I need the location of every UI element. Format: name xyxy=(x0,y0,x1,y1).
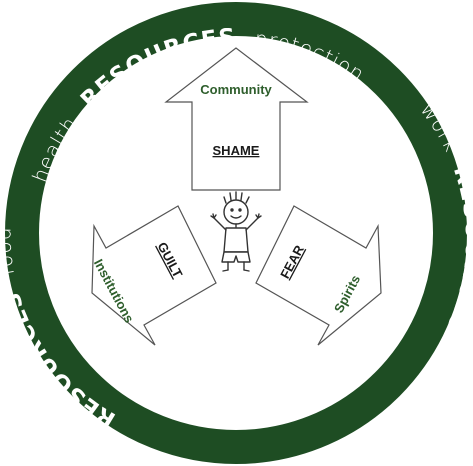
arrow-up-community xyxy=(164,47,309,191)
emotion-label-shame: SHAME xyxy=(213,143,260,158)
outer-ring xyxy=(5,2,467,464)
ring-word-food: food xyxy=(0,226,19,277)
ring-word-resources-left: RESOURCES xyxy=(0,288,120,432)
arrow-down-right-spirits xyxy=(255,205,382,346)
arrow-label-community: Community xyxy=(200,82,272,97)
arrow-down-left-institutions xyxy=(91,205,217,346)
child-figure-icon xyxy=(210,191,262,272)
